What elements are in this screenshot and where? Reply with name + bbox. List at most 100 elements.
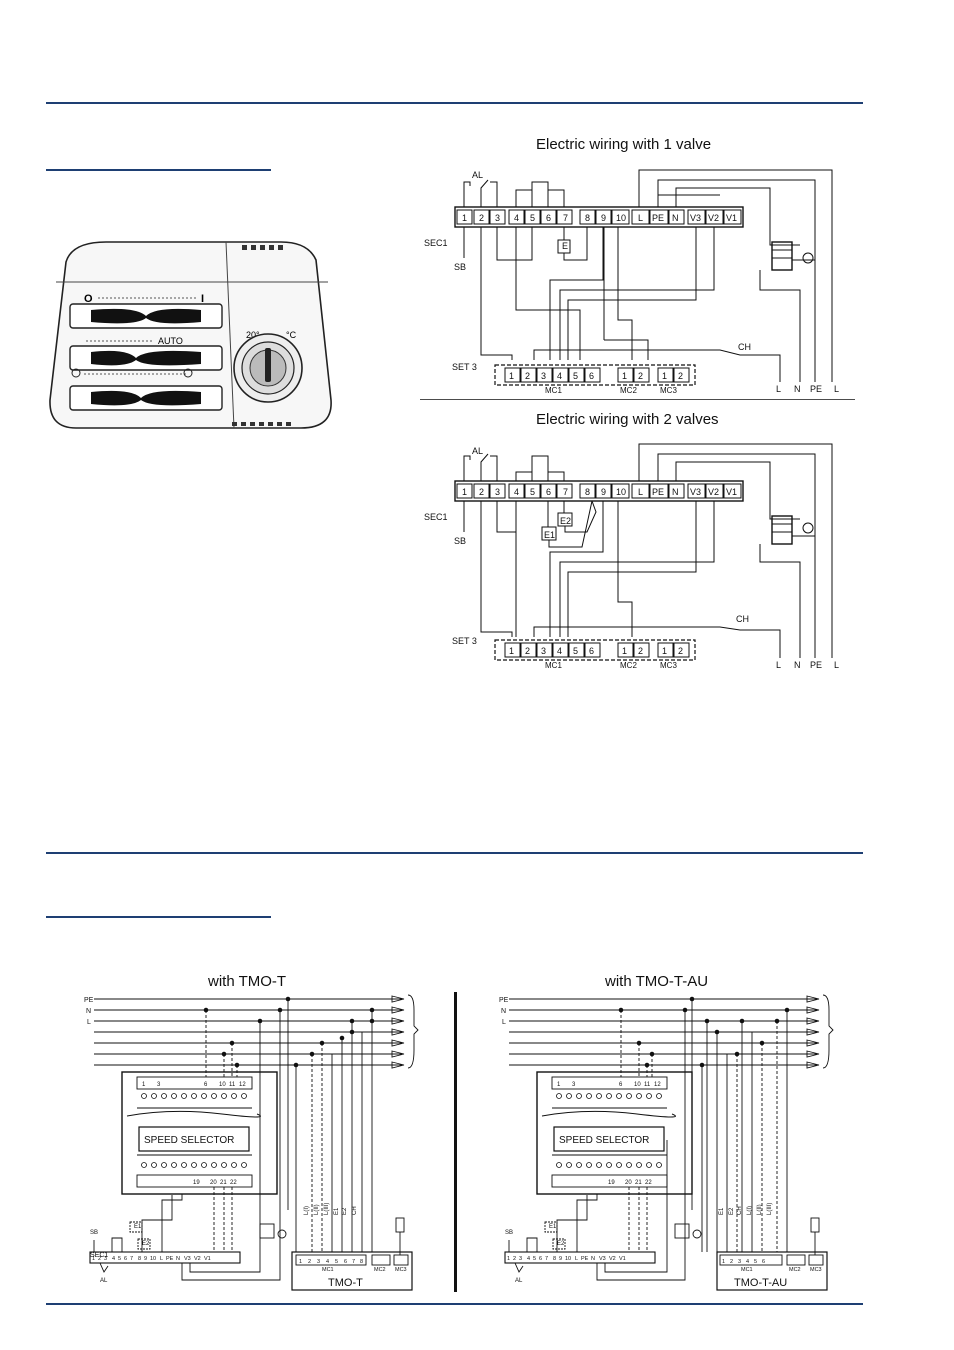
- al-label-tmo-t: AL: [100, 1278, 108, 1284]
- sb-label: SB: [454, 262, 466, 272]
- t2-10: 10: [616, 487, 626, 497]
- on-label: I: [201, 293, 204, 305]
- svg-text:3: 3: [519, 1256, 522, 1262]
- t2-pe: PE: [652, 487, 664, 497]
- svg-text:4: 4: [112, 1256, 115, 1262]
- e2-label: E2: [560, 516, 571, 526]
- set3-mc2-2: 2: [638, 371, 643, 381]
- e1-label: E1: [544, 530, 555, 540]
- sel2-t10: 10: [634, 1082, 641, 1088]
- svg-text:V3: V3: [184, 1256, 191, 1262]
- e2-label-tmo-t-au: E2: [557, 1241, 565, 1247]
- t2-5: 5: [530, 487, 535, 497]
- svg-text:N: N: [176, 1256, 180, 1262]
- t1-n: N: [672, 213, 679, 223]
- svg-text:V2: V2: [609, 1256, 616, 1262]
- sel-t12: 12: [239, 1082, 246, 1088]
- set3-mc1-2: 2: [525, 371, 530, 381]
- tmoau-mc2: MC2: [789, 1267, 801, 1273]
- set3-mc2-1: 1: [622, 371, 627, 381]
- tmo-t8: 8: [360, 1259, 363, 1265]
- al-label: AL: [472, 170, 483, 180]
- supply2-l2: L: [834, 660, 839, 670]
- section1-subrule: [46, 169, 271, 171]
- t1-v3: V3: [690, 213, 701, 223]
- t1-5: 5: [530, 213, 535, 223]
- wl2-l1: L(I): [747, 1206, 753, 1215]
- svg-text:6: 6: [124, 1256, 127, 1262]
- sel-t1: 1: [142, 1082, 146, 1088]
- tmo-t-box-label: TMO-T: [328, 1277, 363, 1289]
- e1-label-tmo-t: E1: [134, 1224, 142, 1230]
- tmoau-t6: 6: [762, 1259, 765, 1265]
- diagram-title-1-valve: Electric wiring with 1 valve: [536, 136, 712, 153]
- tmo-t1: 1: [299, 1259, 302, 1265]
- mc3-label: MC3: [660, 386, 677, 395]
- mc2-label: MC2: [620, 386, 637, 395]
- set3-label: SET 3: [452, 362, 477, 372]
- wl-e1: E1: [334, 1207, 340, 1215]
- tmoau-mc3: MC3: [810, 1267, 822, 1273]
- svg-text:3: 3: [104, 1256, 107, 1262]
- t2-7: 7: [563, 487, 568, 497]
- supply2-pe: PE: [810, 660, 822, 670]
- wiring-diagram-1-valve: 1 2 3 4 5 6 7 8 9 10 L PE N V3 V2 V1 AL …: [420, 160, 860, 401]
- section2-subrule: [46, 916, 271, 918]
- bus-l-label: L: [87, 1019, 91, 1026]
- t1-1: 1: [462, 213, 467, 223]
- t2-3: 3: [495, 487, 500, 497]
- t1-2: 2: [479, 213, 484, 223]
- set3-mc1-3: 3: [541, 371, 546, 381]
- ch-label-2: CH: [736, 614, 749, 624]
- t2-6: 6: [546, 487, 551, 497]
- t1-4: 4: [514, 213, 519, 223]
- wl2-l2: L(II): [757, 1204, 763, 1215]
- speed-selector-label: SPEED SELECTOR: [144, 1135, 234, 1146]
- sel2-b21: 21: [635, 1180, 642, 1186]
- t2-v3: V3: [690, 487, 701, 497]
- svg-text:N: N: [591, 1256, 595, 1262]
- wl2-l3: L(III): [767, 1203, 773, 1215]
- thermostat-illustration: O I AUTO 20° °C: [46, 240, 336, 430]
- set3-mc1-4: 4: [557, 371, 562, 381]
- tmo-mc3: MC3: [395, 1267, 407, 1273]
- set3-mc3-2: 2: [678, 371, 683, 381]
- t1-8: 8: [585, 213, 590, 223]
- set3b-mc1-2: 2: [525, 646, 530, 656]
- wl-ch: CH: [352, 1206, 358, 1215]
- sel-b21: 21: [220, 1180, 227, 1186]
- set3-mc3-1: 1: [662, 371, 667, 381]
- set3b-mc1-5: 5: [573, 646, 578, 656]
- svg-text:V3: V3: [599, 1256, 606, 1262]
- t1-v1: V1: [726, 213, 737, 223]
- al-label-2: AL: [472, 446, 483, 456]
- svg-text:5: 5: [118, 1256, 121, 1262]
- t2-4: 4: [514, 487, 519, 497]
- e-label: E: [562, 241, 568, 251]
- t1-3: 3: [495, 213, 500, 223]
- bus-n-label: N: [86, 1008, 91, 1015]
- tmoau-t2: 2: [730, 1259, 733, 1265]
- sel-t3: 3: [157, 1082, 161, 1088]
- sb-label-tmo-t: SB: [90, 1230, 98, 1236]
- tmoau-mc1: MC1: [741, 1267, 753, 1273]
- sel-t11: 11: [229, 1082, 236, 1088]
- svg-text:4: 4: [527, 1256, 530, 1262]
- svg-text:10: 10: [150, 1256, 156, 1262]
- wl-l2: L(II): [314, 1204, 320, 1215]
- tmo-t3: 3: [317, 1259, 320, 1265]
- svg-text:V1: V1: [619, 1256, 626, 1262]
- supply2-n: N: [794, 660, 801, 670]
- diagram-divider: [454, 992, 457, 1292]
- t1-10: 10: [616, 213, 626, 223]
- sel2-t1: 1: [557, 1082, 561, 1088]
- sel-t10: 10: [219, 1082, 226, 1088]
- tmo-t5: 5: [335, 1259, 338, 1265]
- svg-text:L: L: [575, 1256, 578, 1262]
- sb-label-2: SB: [454, 536, 466, 546]
- svg-text:V1: V1: [204, 1256, 211, 1262]
- mc1-label: MC1: [545, 386, 562, 395]
- wl2-ch: CH: [737, 1206, 743, 1215]
- tmo-t-wiring-diagram: PE N L 1 3 6 10 11 12: [82, 990, 442, 1295]
- t1-v2: V2: [708, 213, 719, 223]
